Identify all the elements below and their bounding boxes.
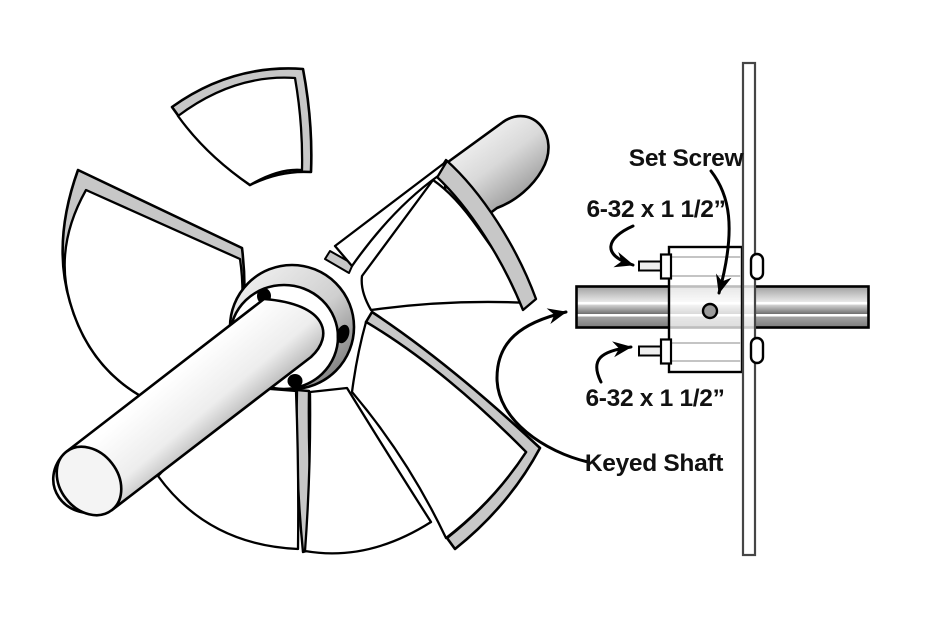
set-screw-hole — [701, 302, 719, 320]
front-shaft — [51, 297, 325, 517]
side-view-assembly — [575, 61, 870, 557]
label-set-screw: Set Screw — [629, 145, 745, 172]
fan-blade-lower-right — [350, 310, 542, 551]
screw-tip-top — [749, 252, 765, 281]
leader-arrow-set-screw — [709, 169, 732, 295]
leader-arrow-keyed-shaft — [495, 308, 590, 464]
blade-face — [303, 386, 433, 555]
fan-blade-bottom — [295, 386, 433, 555]
fan-blade-bottom-left — [156, 385, 300, 551]
fan-blade-top — [170, 67, 313, 187]
label-keyed-shaft: Keyed Shaft — [585, 450, 723, 477]
label-screw-spec-bottom: 6-32 x 1 1/2” — [585, 385, 724, 412]
blade-face — [176, 76, 304, 187]
blade-edge-band — [434, 158, 538, 312]
mounting-plate — [741, 61, 757, 557]
bolt-hole — [287, 374, 303, 388]
screw-tip-bottom — [749, 336, 765, 365]
machine-screw-bottom — [638, 338, 673, 365]
blade-face — [333, 159, 449, 268]
shaft-end-cap — [55, 445, 123, 517]
leader-arrow-screw-top — [609, 224, 635, 268]
blade-face — [350, 320, 528, 540]
leader-arrow-screw-bottom — [595, 341, 633, 384]
callouts: Set Screw 6-32 x 1 1/2” 6-32 x 1 1/2” Ke… — [495, 145, 745, 477]
fan-impeller — [51, 67, 550, 555]
label-screw-spec-top: 6-32 x 1 1/2” — [586, 196, 725, 223]
bolt-hole — [336, 324, 350, 344]
fan-blade-upper-right — [324, 158, 538, 312]
machine-screw-top — [638, 253, 673, 280]
